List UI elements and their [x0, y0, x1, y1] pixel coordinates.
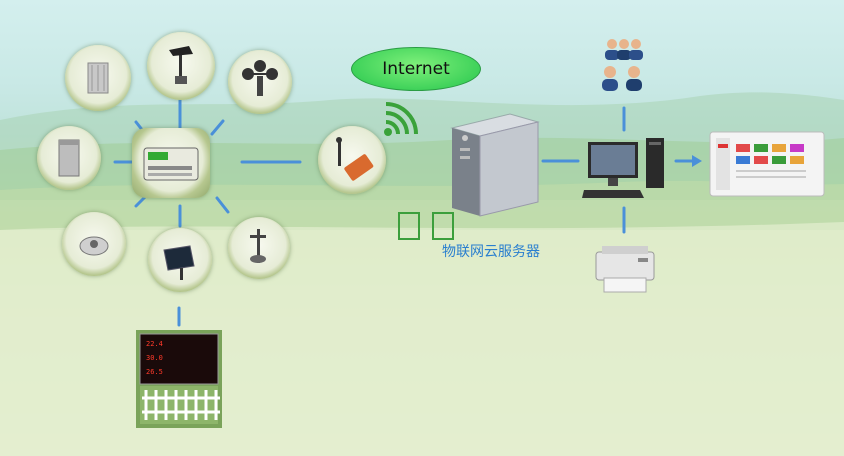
wind-vane-icon [169, 46, 193, 84]
arrow-head-icon [692, 155, 702, 167]
gateway-device-icon [336, 137, 374, 181]
data-collector-hub[interactable] [132, 128, 210, 198]
internet-bubble: Internet [351, 47, 481, 91]
led-display-board: 22.4 30.0 26.5 [136, 330, 222, 428]
dashboard-screen[interactable] [708, 130, 826, 200]
placeholder-glyph [398, 212, 420, 240]
rain-bucket-icon [58, 139, 80, 177]
users-icon [602, 39, 643, 91]
cloud-server[interactable] [444, 108, 544, 222]
soil-sensor[interactable] [62, 212, 126, 276]
weather-station-icon [250, 229, 266, 263]
anemometer-icon [242, 60, 278, 96]
server-label: 物联网云服务器 [442, 244, 540, 260]
anemometer-sensor[interactable] [228, 50, 292, 114]
soil-probe-icon [79, 236, 109, 256]
desktop-computer[interactable] [582, 132, 672, 204]
printer[interactable] [592, 242, 658, 298]
internet-label: Internet [382, 59, 450, 79]
display-value-2: 30.0 [146, 354, 163, 362]
data-logger-icon [143, 147, 199, 181]
placeholder-glyph [432, 212, 454, 240]
link-sensor-3 [210, 119, 225, 136]
wind-vane-sensor[interactable] [147, 32, 215, 100]
rain-gauge-sensor[interactable] [65, 45, 131, 111]
wifi-signal-icon [384, 102, 418, 136]
link-sensor-7 [215, 196, 230, 214]
display-value-1: 22.4 [146, 340, 163, 348]
rain-gauge-icon [87, 62, 109, 94]
display-value-3: 26.5 [146, 368, 163, 376]
weather-station-sensor[interactable] [228, 217, 290, 279]
solar-panel-icon [163, 245, 195, 280]
wireless-gateway[interactable] [318, 126, 386, 194]
solar-panel-sensor[interactable] [148, 228, 212, 292]
rain-tipping-sensor[interactable] [37, 126, 101, 190]
